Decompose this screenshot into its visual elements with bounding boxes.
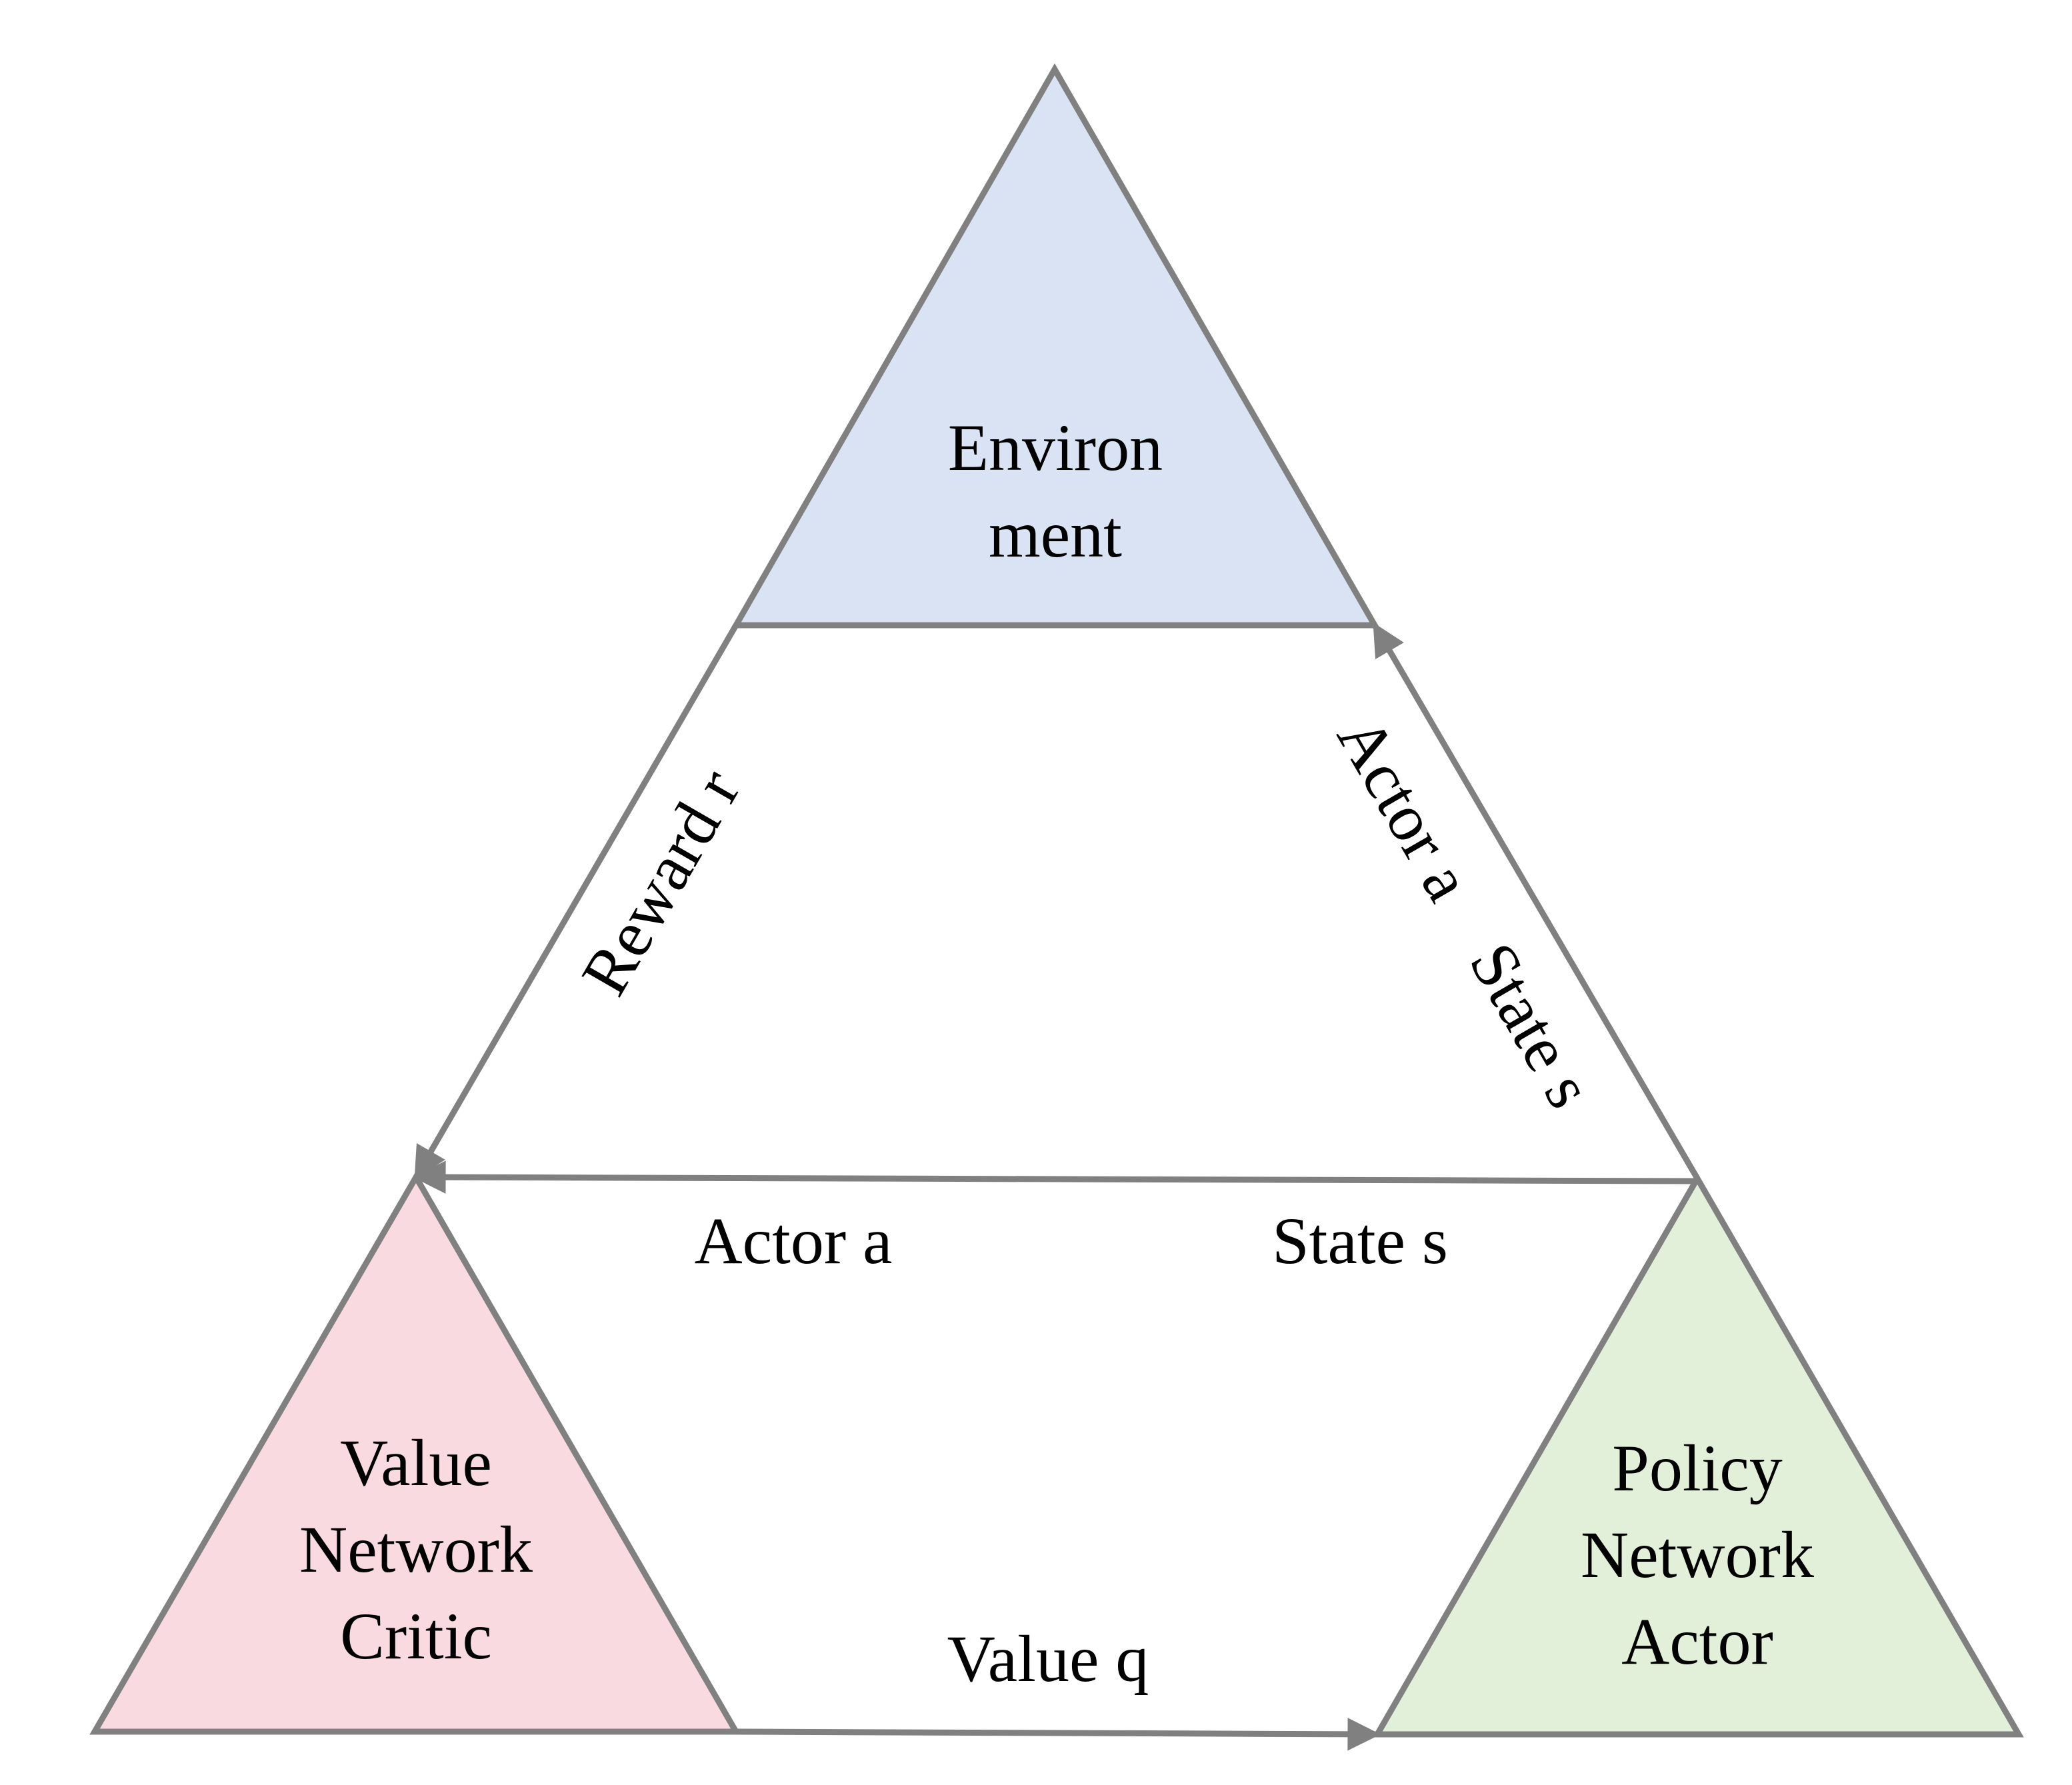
middle-state-label: State s: [1272, 1204, 1448, 1278]
environment-label-line2: ment: [989, 497, 1122, 571]
critic-block: Value Network Critic: [89, 1171, 741, 1735]
critic-label-line3: Critic: [340, 1599, 492, 1673]
actor-label-line1: Policy: [1612, 1431, 1783, 1505]
edge-labels: Reward r Actor a State s Actor a State s…: [567, 705, 1607, 1696]
action-state-arrow-right: [1372, 622, 1700, 1180]
value-arrow: [735, 1718, 1381, 1751]
middle-action-label: Actor a: [694, 1204, 892, 1278]
critic-label-line1: Value: [340, 1426, 492, 1500]
environment-label-line1: Environ: [948, 411, 1163, 485]
edges: [413, 622, 1700, 1751]
actor-label-line3: Actor: [1621, 1604, 1773, 1678]
critic-triangle: [89, 1171, 741, 1735]
critic-label-line2: Network: [299, 1512, 533, 1586]
environment-block: Environ ment: [731, 63, 1380, 629]
right-action-label: Actor a: [1323, 705, 1487, 913]
action-state-arrow-middle: [413, 1160, 1698, 1194]
right-state-label: State s: [1455, 930, 1607, 1120]
reward-arrow: [413, 623, 739, 1180]
actor-triangle: [1372, 1172, 2024, 1738]
environment-triangle: [731, 63, 1380, 629]
value-label: Value q: [947, 1622, 1149, 1696]
reward-label: Reward r: [567, 757, 755, 1007]
actor-label-line2: Network: [1581, 1518, 1814, 1592]
actor-block: Policy Network Actor: [1372, 1172, 2024, 1738]
